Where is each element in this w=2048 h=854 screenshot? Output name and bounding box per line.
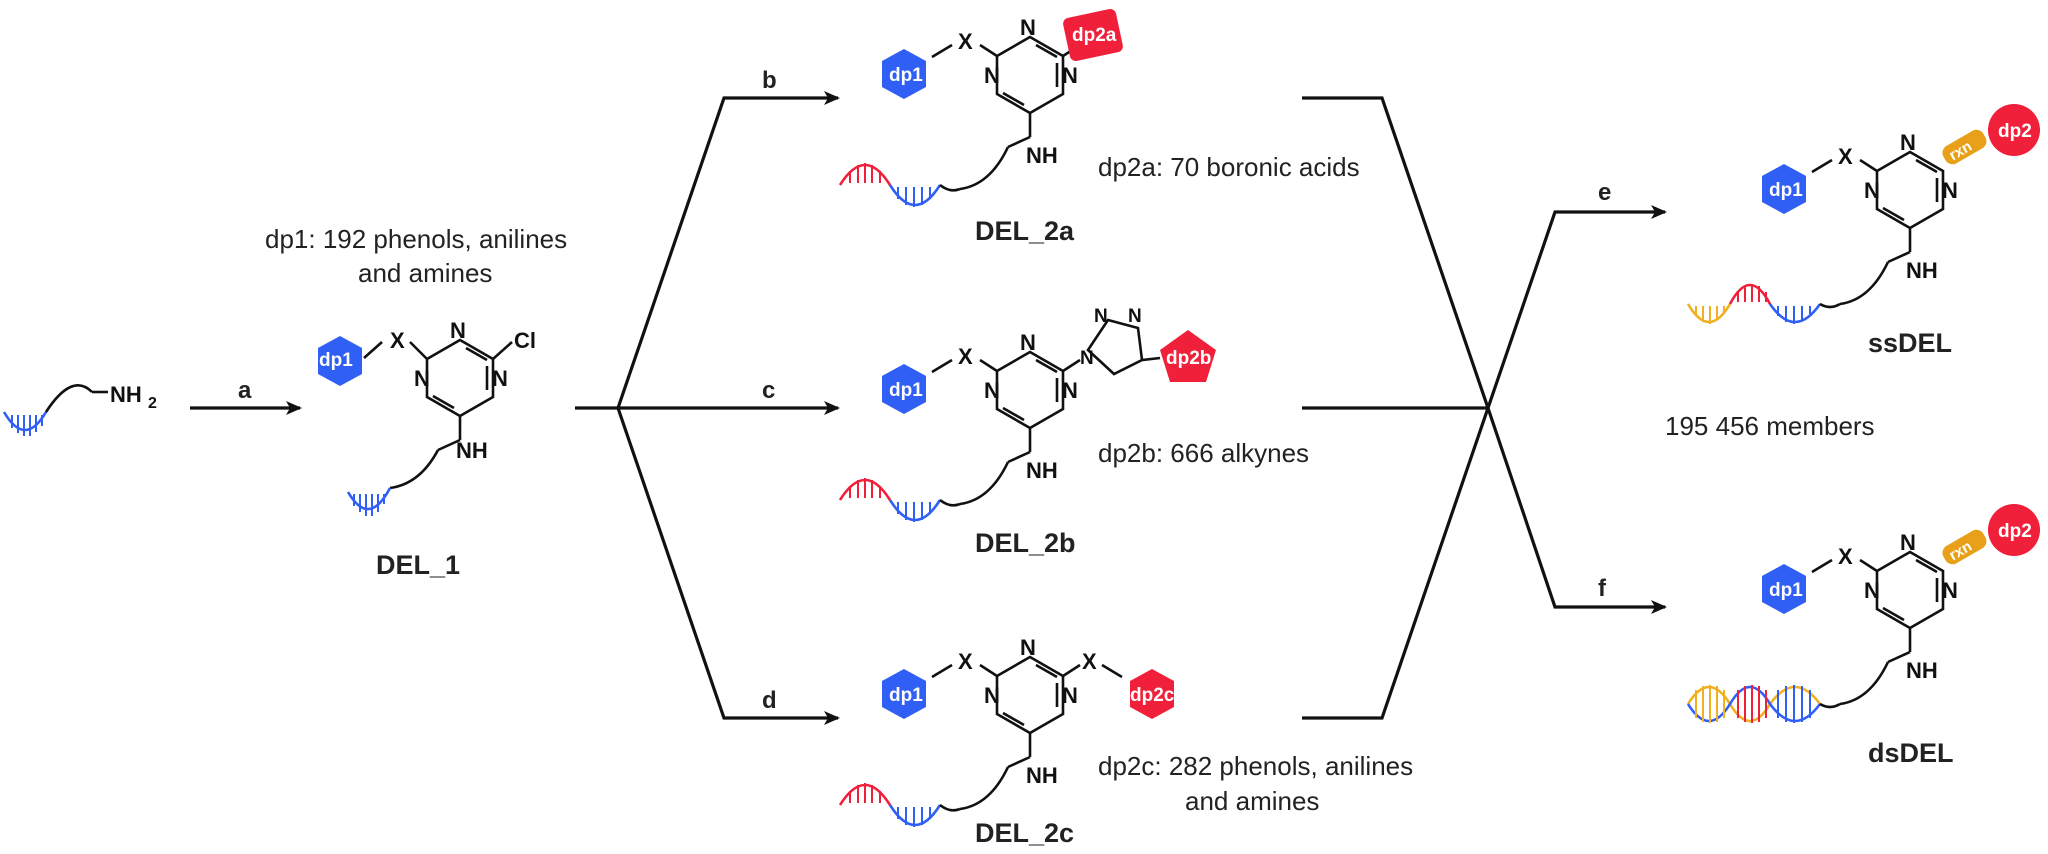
svg-text:N: N [1020,635,1036,660]
del2b-dp1-hexagon [882,364,926,414]
dsdel-dp2-circle [1988,504,2040,556]
del1-x-linker: X [390,328,405,353]
del2a-dp2a-box [1063,8,1123,62]
ssdel-rxn-linker [1942,129,1987,165]
svg-text:X: X [1838,544,1853,569]
del2a-name: DEL_2a [975,216,1075,246]
amine-subscript: 2 [148,395,157,412]
del1-n-left: N [414,366,430,391]
svg-text:N: N [1094,306,1108,327]
dsdel-dp1-label: dp1 [1769,580,1803,601]
svg-text:N: N [1900,530,1916,555]
del2c-dp1-hexagon [882,669,926,719]
del2b-name: DEL_2b [975,528,1076,558]
amine-label: NH [110,382,142,407]
svg-text:N: N [1864,578,1880,603]
del2a-dp1-label: dp1 [889,65,923,86]
del1-structure: N N N Cl X dp1 NH [318,318,536,516]
del2b-dp2b-pentagon [1160,330,1216,382]
start-dna-amine: NH 2 [2,382,157,436]
dsdel-dp2-label: dp2 [1998,521,2032,542]
svg-text:X: X [1838,144,1853,169]
svg-text:N: N [1942,178,1958,203]
members-count: 195 456 members [1665,411,1875,441]
del2b-dp1-label: dp1 [889,380,923,401]
svg-text:NH: NH [1026,458,1058,483]
dsdel-name: dsDEL [1868,738,1954,768]
svg-text:N: N [1020,330,1036,355]
dsdel-structure: N N N rxn dp2 X dp1 NH [1686,504,2040,723]
del1-nh: NH [456,438,488,463]
ssdel-structure: N N N rxn dp2 X dp1 NH [1686,104,2040,324]
step-e-label: e [1598,179,1611,206]
step-b-label: b [762,67,777,94]
svg-text:NH: NH [1906,658,1938,683]
svg-text:X: X [958,649,973,674]
svg-text:N: N [1942,578,1958,603]
svg-text:NH: NH [1906,258,1938,283]
svg-text:X: X [1082,649,1097,674]
svg-text:N: N [984,683,1000,708]
ssdel-name: ssDEL [1868,328,1952,358]
dsdel-rxn-linker [1942,529,1987,565]
svg-text:N: N [1062,683,1078,708]
del2c-dp1-label: dp1 [889,685,923,706]
del2a-dp2-label: dp2a [1072,25,1117,46]
ssdel-dp1-label: dp1 [1769,180,1803,201]
del2c-structure: N N N X dp2c X dp1 NH [838,635,1175,827]
del1-chloro: Cl [514,328,536,353]
svg-text:NH: NH [1026,763,1058,788]
step-d-label: d [762,687,777,714]
del2a-caption: dp2a: 70 boronic acids [1098,152,1360,182]
svg-text:N: N [1900,130,1916,155]
svg-text:N: N [984,63,1000,88]
svg-text:N: N [1062,63,1078,88]
svg-text:N: N [984,378,1000,403]
del1-n-top: N [450,318,466,343]
step-f-label: f [1598,575,1607,602]
svg-text:N: N [1062,378,1078,403]
del2c-caption-line1: dp2c: 282 phenols, anilines [1098,751,1413,781]
del2b-structure: N N N N N N dp2b X dp1 NH [838,306,1216,522]
svg-text:N: N [1128,306,1142,327]
del1-name: DEL_1 [376,550,460,580]
svg-text:X: X [958,29,973,54]
del1-dp1-label: dp1 [319,350,353,371]
branch-lines-1 [575,91,840,725]
del1-n-right: N [492,366,508,391]
del2c-caption-line2: and amines [1185,786,1319,816]
ssdel-dp2-label: dp2 [1998,121,2032,142]
dsdel-dp1-hexagon [1762,564,1806,614]
converge-lines [1302,96,1667,720]
ssdel-dp2-circle [1988,104,2040,156]
svg-text:N: N [1080,348,1094,369]
del1-caption-line1: dp1: 192 phenols, anilines [265,224,567,254]
del2c-dp2c-hexagon [1130,669,1174,719]
svg-text:NH: NH [1026,143,1058,168]
del2b-dp2-label: dp2b [1166,348,1211,369]
del1-caption-line2: and amines [358,258,492,288]
del2c-dp2-label: dp2c [1130,685,1175,706]
del2a-structure: N N N dp2a X dp1 NH [838,8,1123,207]
del2b-triazole-ring [1086,318,1144,376]
del2c-name: DEL_2c [975,818,1074,848]
ssdel-dp1-hexagon [1762,164,1806,214]
del2a-dp1-hexagon [882,49,926,99]
step-a-label: a [238,377,252,404]
step-c-label: c [762,377,775,404]
del1-dp1-hexagon [318,336,362,386]
svg-text:X: X [958,344,973,369]
svg-text:N: N [1020,15,1036,40]
del2b-caption: dp2b: 666 alkynes [1098,438,1309,468]
svg-text:N: N [1864,178,1880,203]
